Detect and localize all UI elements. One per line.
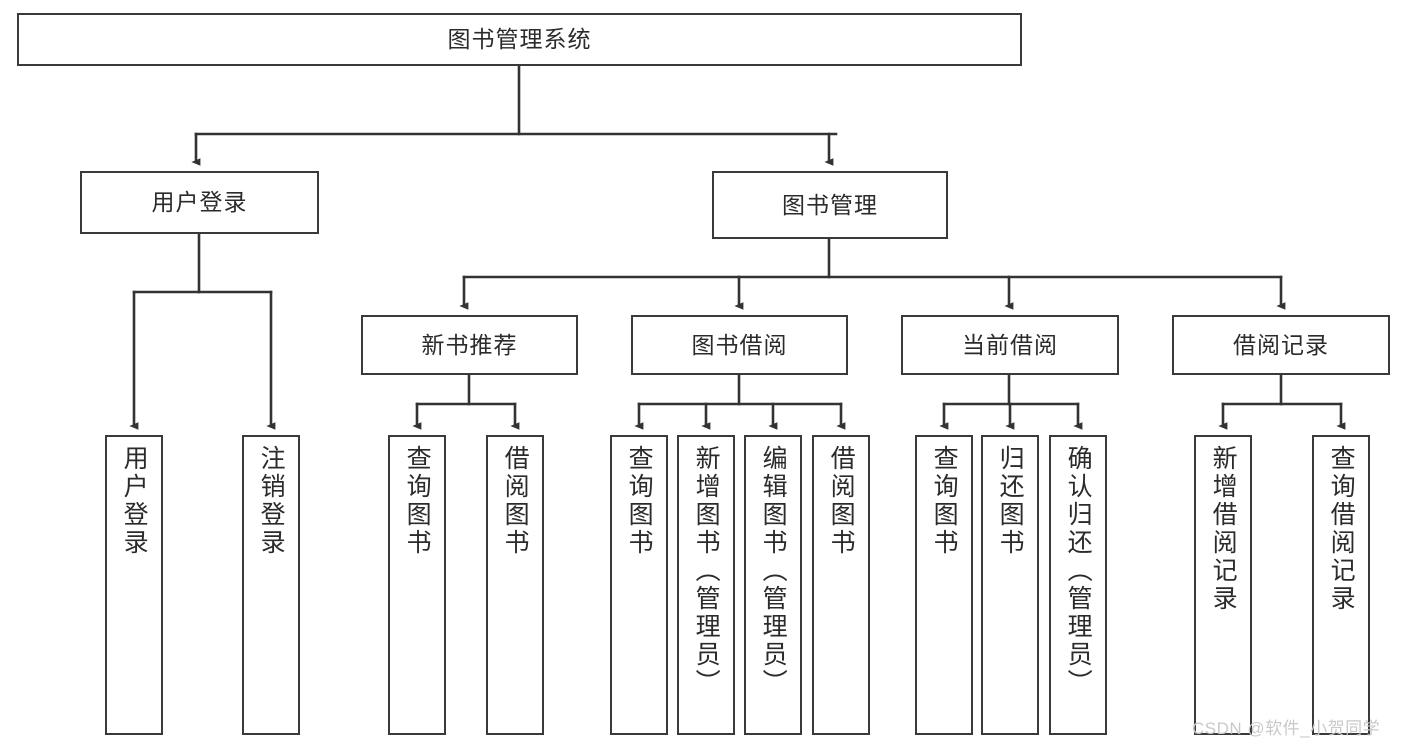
node-user-login[interactable]: 用户登录 [80,171,319,234]
leaf-logout-login[interactable]: 注销登录 [242,435,300,735]
node-book-management[interactable]: 图书管理 [712,171,948,239]
node-book-borrow-label: 图书借阅 [691,331,788,358]
leaf-query-book-3-label: 查询图书 [930,445,959,557]
node-current-borrow-label: 当前借阅 [962,331,1058,358]
node-borrow-record[interactable]: 借阅记录 [1172,315,1390,375]
leaf-query-record-label: 查询借阅记录 [1327,445,1356,613]
node-book-management-label: 图书管理 [782,191,878,218]
leaf-confirm-return[interactable]: 确认归还（管理员） [1049,435,1107,735]
watermark-text: CSDN @软件_小贺同学 [1192,719,1381,738]
leaf-edit-book-label: 编辑图书（管理员） [759,445,788,697]
leaf-add-book-label: 新增图书（管理员） [692,445,721,697]
leaf-return-book-label: 归还图书 [996,445,1025,557]
leaf-query-book-2-label: 查询图书 [625,445,654,557]
leaf-query-book-2[interactable]: 查询图书 [610,435,668,735]
node-book-borrow[interactable]: 图书借阅 [631,315,848,375]
leaf-add-record-label: 新增借阅记录 [1209,445,1238,613]
leaf-query-book-3[interactable]: 查询图书 [915,435,973,735]
leaf-borrow-book-1[interactable]: 借阅图书 [486,435,544,735]
node-new-book-recommend[interactable]: 新书推荐 [361,315,578,375]
node-root[interactable]: 图书管理系统 [17,13,1022,66]
leaf-logout-login-label: 注销登录 [257,445,286,557]
leaf-borrow-book-2[interactable]: 借阅图书 [812,435,870,735]
node-current-borrow[interactable]: 当前借阅 [901,315,1119,375]
leaf-edit-book[interactable]: 编辑图书（管理员） [744,435,802,735]
leaf-query-record[interactable]: 查询借阅记录 [1312,435,1370,735]
leaf-return-book[interactable]: 归还图书 [981,435,1039,735]
leaf-query-book-1[interactable]: 查询图书 [388,435,446,735]
leaf-borrow-book-1-label: 借阅图书 [501,445,530,557]
node-borrow-record-label: 借阅记录 [1233,331,1329,358]
leaf-add-record[interactable]: 新增借阅记录 [1194,435,1252,735]
leaf-borrow-book-2-label: 借阅图书 [827,445,856,557]
leaf-user-login-label: 用户登录 [120,445,149,557]
node-new-book-recommend-label: 新书推荐 [421,331,518,358]
node-root-label: 图书管理系统 [447,26,592,52]
leaf-query-book-1-label: 查询图书 [403,445,432,557]
leaf-add-book[interactable]: 新增图书（管理员） [677,435,735,735]
leaf-confirm-return-label: 确认归还（管理员） [1064,445,1093,697]
leaf-user-login[interactable]: 用户登录 [105,435,163,735]
node-user-login-label: 用户登录 [151,189,248,215]
